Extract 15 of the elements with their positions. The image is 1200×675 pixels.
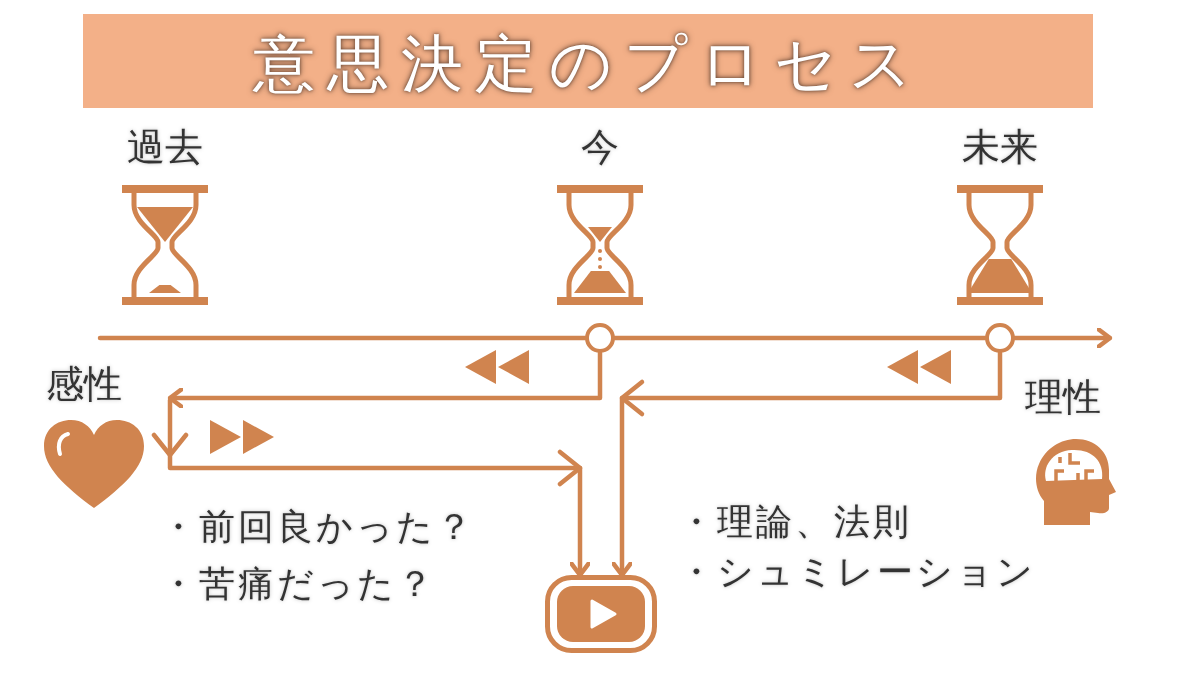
time-label: 未来 (961, 125, 1039, 169)
bullet-text: ・理論、法則 (678, 500, 912, 544)
bullet-text: ・シュミレーション (678, 550, 1036, 594)
title: 意思決定のプロセス (251, 26, 925, 102)
category-label: 理性 (1025, 375, 1101, 419)
category-label: 感性 (46, 362, 122, 406)
arrow (167, 397, 592, 578)
timeline-circle (985, 323, 1015, 353)
arrow (167, 350, 603, 410)
timeline-circle (585, 323, 615, 353)
time-label: 過去 (126, 125, 204, 169)
arrow (610, 350, 1003, 578)
bullet-text: ・苦痛だった？ (160, 562, 436, 606)
time-label: 今 (580, 125, 620, 169)
bullet-text: ・前回良かった？ (160, 505, 475, 549)
